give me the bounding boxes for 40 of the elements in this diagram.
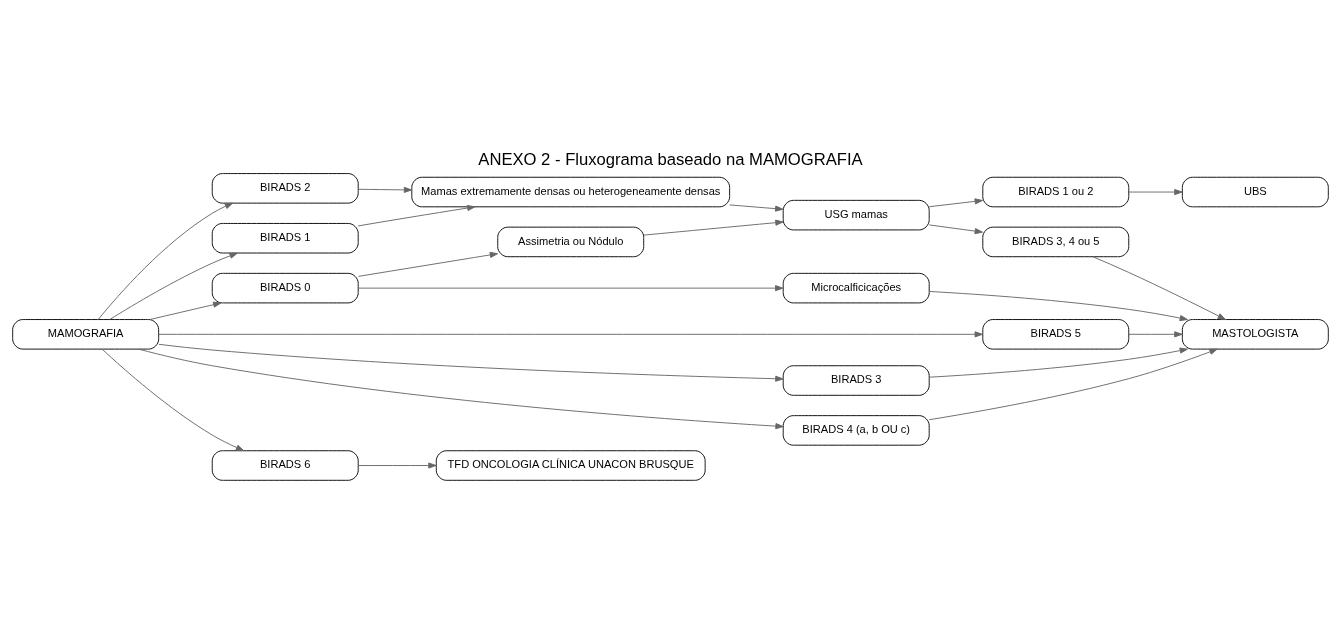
arrow — [138, 348, 784, 429]
arrow — [101, 348, 245, 451]
arrow — [158, 343, 784, 382]
arrow — [928, 223, 983, 234]
node-box: MAMOGRAFIA — [12, 318, 160, 350]
node-box: BIRADS 6 — [211, 449, 359, 481]
node-box: Mamas extremamente densas ou heterogeneamente densas — [411, 176, 731, 207]
arrow — [97, 202, 234, 320]
arrow — [929, 347, 1188, 378]
arrow — [358, 461, 437, 469]
node-box: MASTOLOGISTA — [1181, 318, 1329, 350]
arrow — [1092, 255, 1226, 320]
arrow — [358, 251, 499, 277]
diagram-title: ANEXO 2 - Fluxograma baseado na MAMOGRAFIA — [478, 149, 863, 169]
node-box: BIRADS 1 — [211, 222, 359, 253]
node-box: BIRADS 4 (a, b OU c) — [782, 414, 930, 446]
arrow — [928, 348, 1218, 420]
node-box: BIRADS 0 — [211, 272, 359, 303]
node-box: Assimetria ou Nódulo — [497, 226, 645, 257]
arrow — [149, 301, 222, 320]
arrow — [109, 252, 238, 320]
node-box: BIRADS 2 — [211, 172, 359, 204]
node-box: BIRADS 3, 4 ou 5 — [982, 226, 1130, 257]
arrow — [357, 284, 784, 291]
node-box: TFD ONCOLOGIA CLÍNICA UNACON BRUSQUE — [435, 449, 706, 481]
node-box: Microcalficicações — [782, 272, 930, 303]
arrow — [1128, 330, 1183, 337]
arrow — [643, 219, 784, 236]
node-box: BIRADS 1 ou 2 — [982, 176, 1130, 207]
node-box: BIRADS 5 — [982, 318, 1130, 350]
arrow — [158, 330, 983, 337]
arrow — [357, 204, 476, 226]
arrow — [929, 290, 1188, 321]
node-box: USG mamas — [782, 199, 930, 230]
arrow — [1128, 188, 1183, 195]
arrow — [928, 197, 983, 207]
arrow — [729, 203, 784, 212]
node-box: UBS — [1181, 176, 1329, 207]
node-box: BIRADS 3 — [782, 364, 930, 396]
arrow — [358, 186, 413, 193]
